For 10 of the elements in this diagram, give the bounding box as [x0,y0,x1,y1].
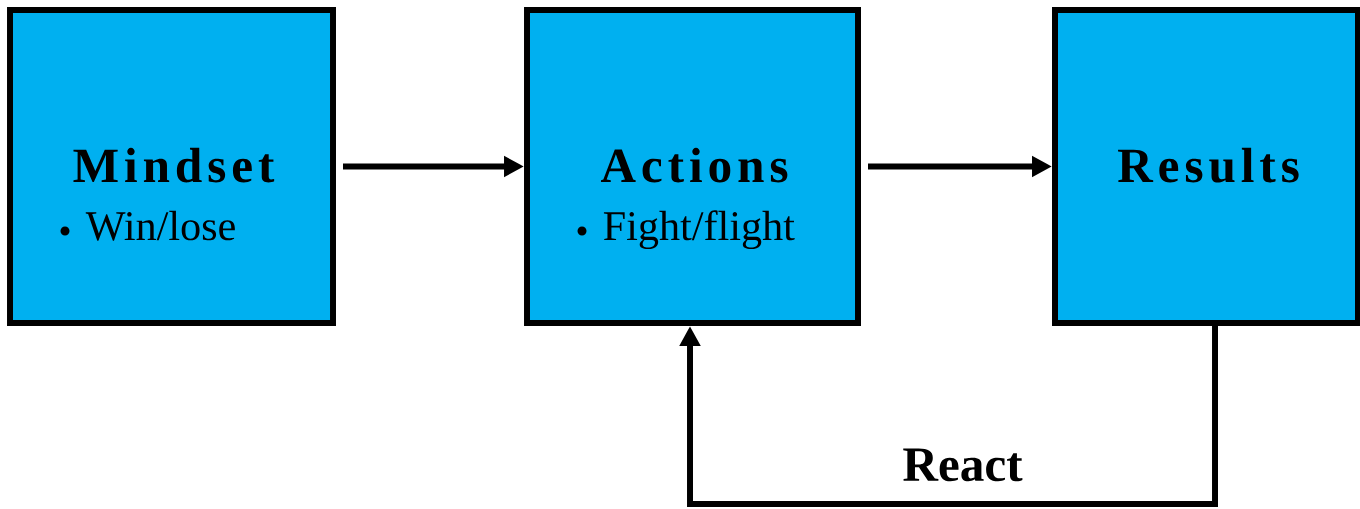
bullet-text: Fight/flight [603,210,795,250]
edge-label: React [898,445,1027,485]
process-box [1052,7,1360,326]
arrow [679,325,1218,507]
process-box [7,7,336,326]
process-box [524,7,861,326]
heading-text: Results [1118,147,1299,183]
heading-text: Actions [600,147,788,183]
heading-text: Mindset [73,147,275,183]
bullet-text: Win/lose [85,210,235,241]
